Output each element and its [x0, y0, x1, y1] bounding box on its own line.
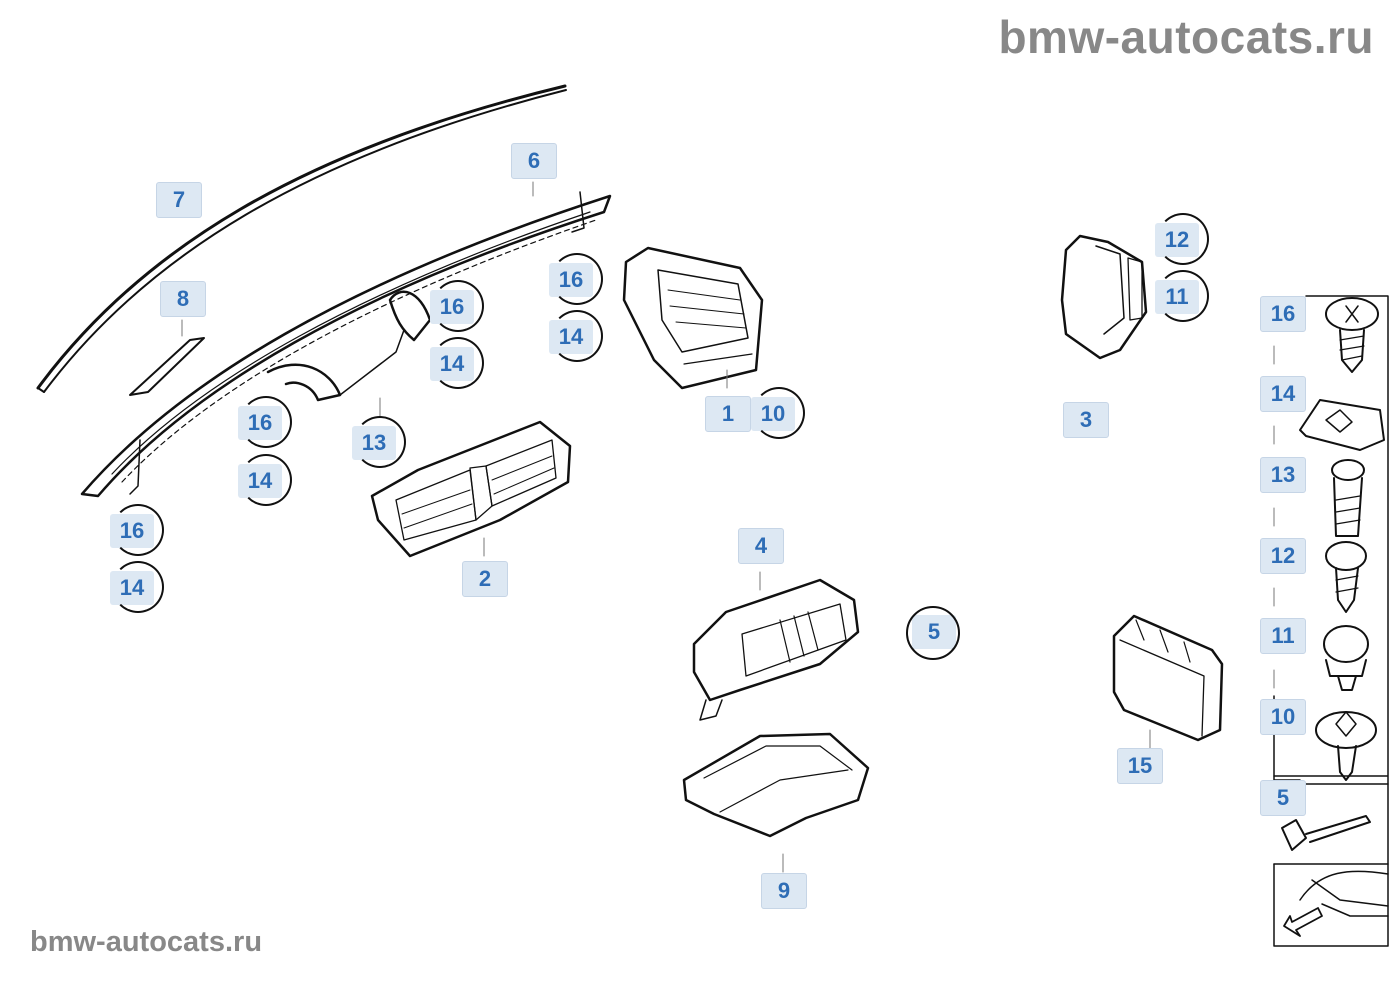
legend-label-5[interactable]: 5: [1260, 780, 1306, 816]
legend-label-14[interactable]: 14: [1260, 376, 1306, 412]
arrow-icon: [1283, 907, 1323, 937]
nut-11-icon: [1323, 625, 1369, 691]
screw-16-icon: [1325, 297, 1379, 373]
callout-11[interactable]: 11: [1155, 270, 1209, 322]
legend-label-13[interactable]: 13: [1260, 457, 1306, 493]
callout-2[interactable]: 2: [462, 561, 508, 597]
part-9-rear-duct: [682, 732, 870, 838]
bolt-13-icon: [1331, 459, 1365, 537]
part-15-control-module: [1112, 614, 1224, 742]
part-8-cover: [129, 337, 205, 396]
watermark-top: bmw-autocats.ru: [998, 11, 1374, 63]
part-2-center-vent: [370, 420, 572, 558]
legend-label-10[interactable]: 10: [1260, 699, 1306, 735]
callout-3[interactable]: 3: [1063, 402, 1109, 438]
screw-10-icon: [1315, 711, 1377, 781]
watermark-bottom: bmw-autocats.ru: [30, 926, 263, 958]
callout-4[interactable]: 4: [738, 528, 784, 564]
callout-16-c[interactable]: 16: [238, 396, 292, 448]
legend-label-11[interactable]: 11: [1260, 618, 1306, 654]
part-3-vent-housing: [1060, 234, 1148, 360]
callout-10[interactable]: 10: [751, 387, 805, 439]
callout-13[interactable]: 13: [352, 416, 406, 468]
callout-15[interactable]: 15: [1117, 748, 1163, 784]
car-front-icon: [1299, 870, 1389, 917]
callout-14-c[interactable]: 14: [238, 454, 292, 506]
callout-14-b[interactable]: 14: [430, 337, 484, 389]
part-1-side-vent: [622, 246, 764, 390]
callout-5[interactable]: 5: [906, 606, 960, 660]
callout-16-b[interactable]: 16: [430, 280, 484, 332]
callout-14-a[interactable]: 14: [549, 310, 603, 362]
legend-label-16[interactable]: 16: [1260, 296, 1306, 332]
callout-1[interactable]: 1: [705, 396, 751, 432]
callout-16-d[interactable]: 16: [110, 504, 164, 556]
part-6-air-duct: [80, 191, 612, 498]
callout-7[interactable]: 7: [156, 182, 202, 218]
clip-5-icon: [1281, 815, 1371, 851]
callout-8[interactable]: 8: [160, 281, 206, 317]
callout-16-a[interactable]: 16: [549, 253, 603, 305]
part-4-rear-vent: [692, 578, 860, 721]
callout-9[interactable]: 9: [761, 873, 807, 909]
clip-nut-14-icon: [1299, 399, 1385, 451]
callout-6[interactable]: 6: [511, 143, 557, 179]
callout-14-d[interactable]: 14: [110, 561, 164, 613]
callout-12[interactable]: 12: [1155, 213, 1209, 265]
legend-label-12[interactable]: 12: [1260, 538, 1306, 574]
screw-12-icon: [1325, 541, 1367, 613]
part-7-trim-strip: [36, 84, 567, 393]
